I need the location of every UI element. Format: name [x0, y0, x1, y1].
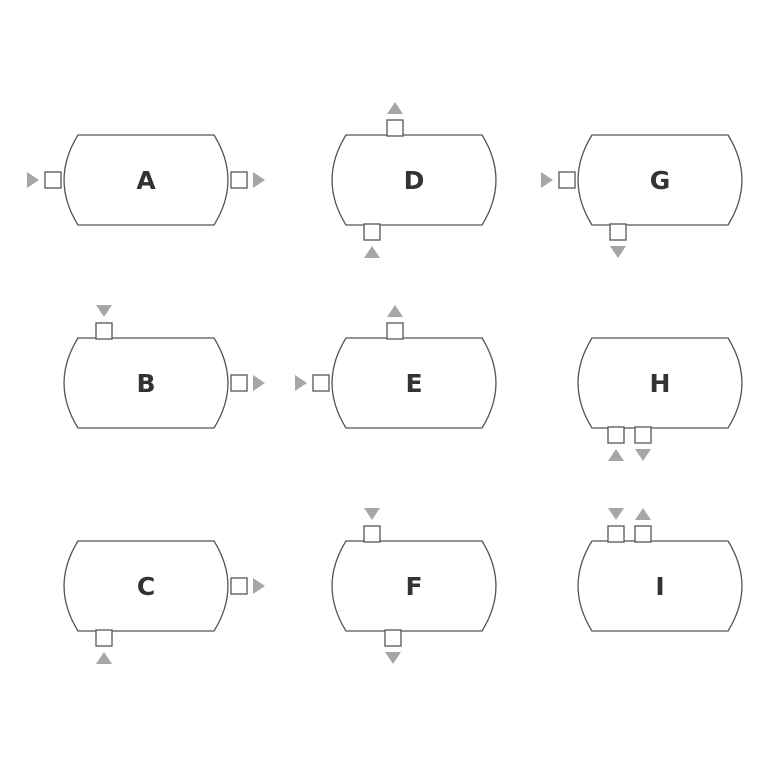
vessel-body: [63, 134, 229, 226]
flow-arrow-in-icon: [27, 172, 39, 188]
flow-arrow-out-icon: [635, 508, 651, 520]
nozzle-left: [558, 171, 576, 189]
nozzle-right: [230, 374, 248, 392]
nozzle-right: [230, 171, 248, 189]
nozzle-top-left: [607, 525, 625, 543]
flow-arrow-out-icon: [387, 305, 403, 317]
vessel-a[interactable]: A: [27, 134, 265, 226]
flow-arrow-in-icon: [364, 508, 380, 520]
flow-arrow-out-icon: [387, 102, 403, 114]
vessel-label: D: [404, 166, 425, 195]
nozzle-bottom-left: [95, 629, 113, 647]
nozzle-bottom-right: [634, 426, 652, 444]
vessel-body: [577, 134, 743, 226]
vessel-body: [331, 134, 497, 226]
vessel-body: [577, 540, 743, 632]
flow-arrow-out-icon: [610, 246, 626, 258]
vessel-label: A: [136, 166, 156, 195]
vessel-label: F: [405, 572, 422, 601]
vessel-f[interactable]: F: [331, 508, 497, 664]
flow-arrow-in-icon: [541, 172, 553, 188]
vessel-body: [331, 540, 497, 632]
flow-arrow-in-icon: [608, 449, 624, 461]
vessel-label: C: [137, 572, 155, 601]
nozzle-bottom-left: [607, 426, 625, 444]
vessel-body: [577, 337, 743, 429]
nozzle-bottom-center: [384, 629, 402, 647]
vessel-body: [63, 540, 229, 632]
nozzle-top-left: [363, 525, 381, 543]
flow-arrow-out-icon: [635, 449, 651, 461]
vessel-b[interactable]: B: [63, 305, 265, 429]
vessel-c[interactable]: C: [63, 540, 265, 664]
flow-arrow-in-icon: [608, 508, 624, 520]
vessel-body: [63, 337, 229, 429]
nozzle-bottom-left: [609, 223, 627, 241]
flow-arrow-in-icon: [96, 305, 112, 317]
nozzle-top-left: [95, 322, 113, 340]
nozzle-top-center: [386, 322, 404, 340]
vessel-label: H: [650, 369, 671, 398]
flow-arrow-out-icon: [385, 652, 401, 664]
nozzle-left: [44, 171, 62, 189]
flow-arrow-out-icon: [253, 375, 265, 391]
flow-arrow-in-icon: [295, 375, 307, 391]
flow-arrow-out-icon: [253, 172, 265, 188]
vessel-label: I: [655, 572, 664, 601]
vessel-label: B: [136, 369, 155, 398]
flow-arrow-out-icon: [253, 578, 265, 594]
vessel-i[interactable]: I: [577, 508, 743, 632]
nozzle-right: [230, 577, 248, 595]
vessel-label: E: [405, 369, 422, 398]
vessel-d[interactable]: D: [331, 102, 497, 258]
vessel-g[interactable]: G: [541, 134, 743, 258]
flow-arrow-in-icon: [364, 246, 380, 258]
vessel-e[interactable]: E: [295, 305, 497, 429]
nozzle-left: [312, 374, 330, 392]
nozzle-bottom-left: [363, 223, 381, 241]
vessel-h[interactable]: H: [577, 337, 743, 461]
flow-arrow-in-icon: [96, 652, 112, 664]
nozzle-top-center: [386, 119, 404, 137]
vessel-body: [331, 337, 497, 429]
nozzle-top-right: [634, 525, 652, 543]
vessel-label: G: [650, 166, 671, 195]
